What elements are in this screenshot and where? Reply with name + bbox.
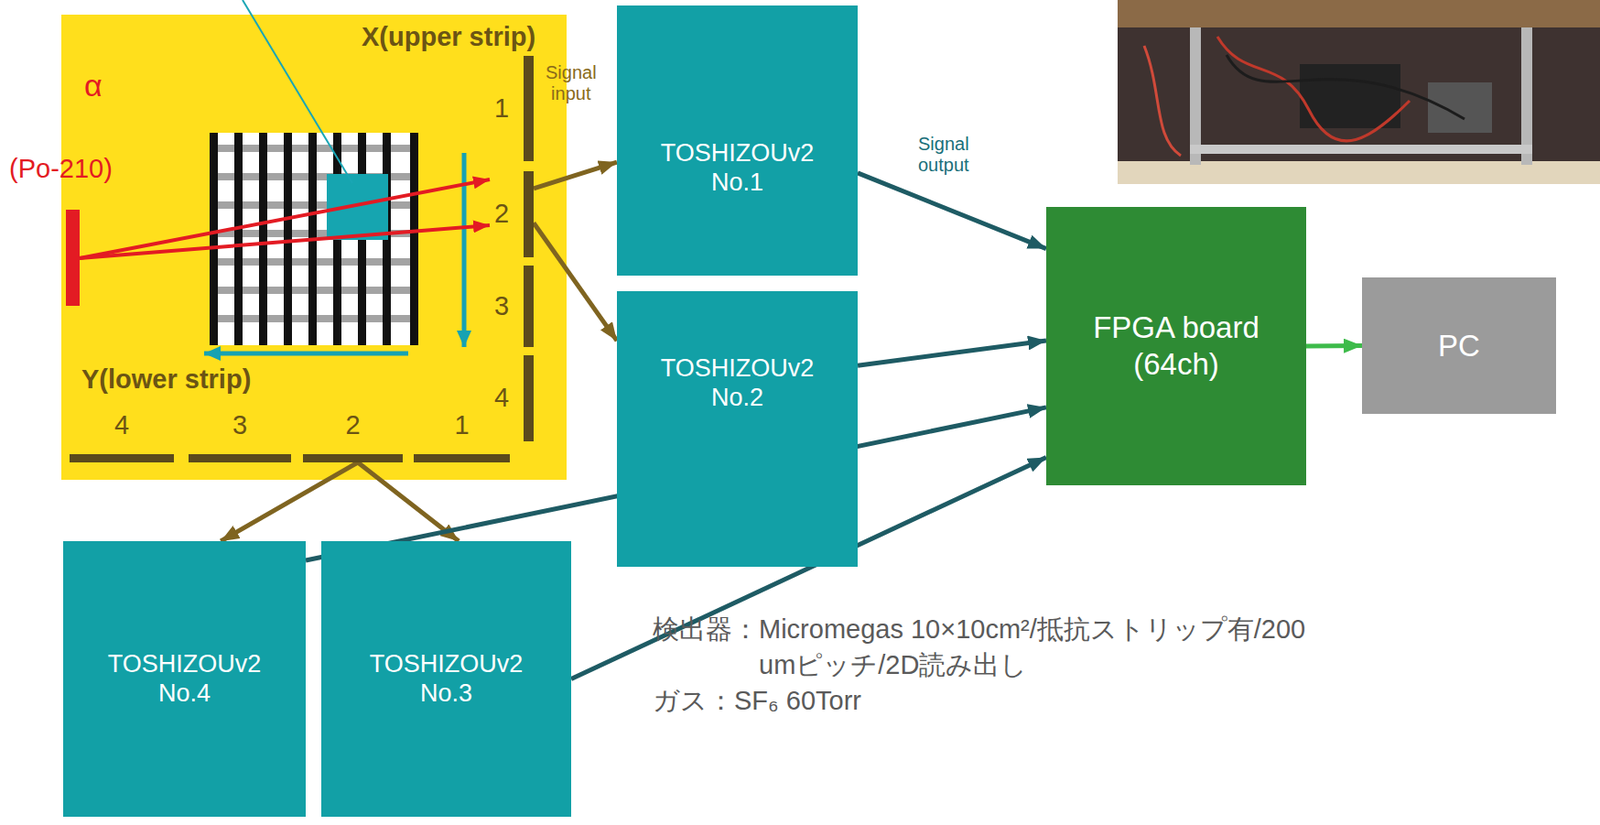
process-box: TOSHIZOUv2 No.2 [616,291,858,567]
spec-notes: 検出器：Micromegas 10×10cm²/抵抗ストリップ有/200umピッ… [652,611,1312,719]
readout-strip: 2 [494,171,534,258]
alpha-track [79,225,490,259]
signal-arrow [357,462,459,541]
signal-arrow [857,340,1047,366]
readout-strip: 3 [188,410,292,463]
grid-strip [410,132,419,346]
pc-box: PC [1362,277,1557,414]
strip-number: 2 [494,198,509,229]
alpha-track [79,179,490,259]
signal-arrow [220,462,358,541]
spec-note: 検出器：Micromegas 10×10cm²/抵抗ストリップ有/200umピッ… [652,611,1312,683]
strip-bar [69,454,174,463]
strip-bar [523,55,534,162]
setup-photo [1117,0,1600,184]
strip-number: 3 [494,291,509,322]
source-label: (Po-210) [9,153,113,184]
strip-bar [302,454,403,463]
strip-bar [523,171,534,258]
strip-number: 4 [114,410,130,441]
edge-label: Signal input [545,62,597,105]
photo-table [1117,0,1600,28]
strip-bar [413,454,510,463]
node-label: PC [1437,327,1481,365]
strip-number: 3 [232,410,248,441]
readout-strip: 3 [494,265,534,347]
photo-ground [1117,0,1600,184]
process-box: TOSHIZOUv2 No.4 [63,540,306,817]
signal-arrow [533,222,617,341]
photo-device [1427,82,1492,133]
node-label: TOSHIZOUv2 No.4 [108,648,262,709]
process-box: TOSHIZOUv2 No.1 [616,5,858,276]
readout-strip: 1 [494,55,534,162]
fpga-board: FPGA board (64ch) [1046,206,1307,486]
process-box: TOSHIZOUv2 No.3 [321,540,572,817]
readout-strip: 4 [69,410,174,463]
node-label: FPGA board (64ch) [1075,309,1277,382]
leader-line [242,0,353,184]
source-label: α [84,67,103,104]
node-label: TOSHIZOUv2 No.2 [660,353,815,413]
photo-frame [1521,27,1533,165]
spec-note: ガス：SF₆ 60Torr [652,682,1312,719]
axis-label: Y(lower strip) [81,364,251,395]
scan-arrow [204,351,409,357]
grid-strip [283,132,292,346]
scan-arrow [462,152,467,347]
signal-arrow [1306,343,1363,349]
photo-cable [1217,36,1410,141]
readout-strip: 1 [413,410,510,463]
grid-strip [259,132,268,346]
readout-strip: 4 [494,355,534,442]
photo-frame [1189,144,1533,154]
highlight-square [326,173,389,240]
strip-number: 2 [345,410,360,441]
strip-number: 1 [494,93,509,124]
readout-strip: 2 [302,410,403,463]
grid-strip [234,132,243,346]
axis-label: X(upper strip) [361,21,536,53]
node-label: TOSHIZOUv2 No.3 [369,648,524,709]
signal-arrow [533,162,617,189]
grid-strip [209,132,218,346]
photo-cable [1144,45,1181,156]
strip-number: 1 [454,410,469,441]
strip-bar [188,454,292,463]
node-label: TOSHIZOUv2 No.1 [660,138,815,198]
strip-bar [523,265,534,347]
detector-panel: X(upper strip) Y(lower strip) 1 2 3 4 4 3 2 1 [61,14,567,480]
signal-arrow [857,172,1047,249]
detector-panel [61,14,567,480]
strip-number: 4 [494,382,509,413]
photo-frame [1189,27,1201,165]
photo-cable [1226,54,1465,119]
strip-bar [523,355,534,442]
edge-label: Signal output [918,133,970,176]
alpha-source [65,209,80,306]
